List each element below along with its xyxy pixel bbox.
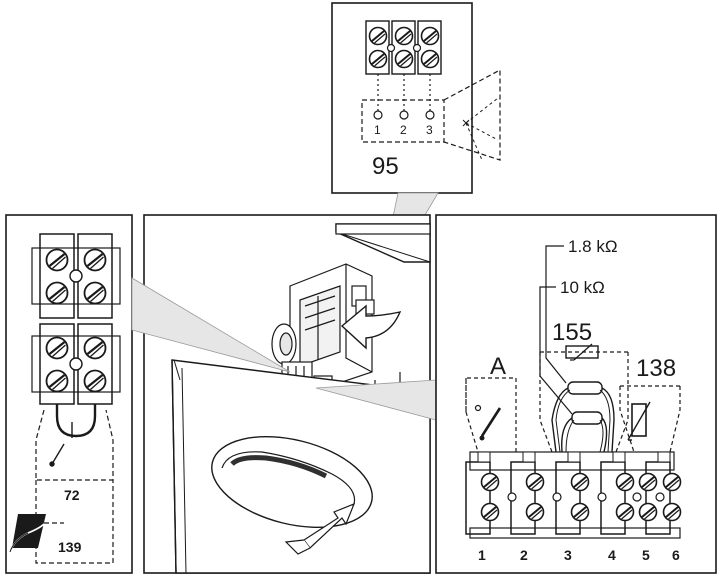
resistor-1-8k [551,381,615,453]
pin-3-label: 3 [426,123,433,137]
pin-1-label: 1 [374,123,381,137]
switch-a-label: A [490,353,506,380]
spark-icon [465,97,499,161]
thermistor-138-icon [627,401,651,441]
switch-72-label: 72 [64,487,80,503]
spark-point-icon [462,119,470,127]
pin-2-label: 2 [400,123,407,137]
terminal-6-label: 6 [672,547,680,563]
thermistor-138-outline [619,385,681,453]
thermistor-138-label: 138 [636,355,676,382]
rotate-arrow-icon [340,304,402,350]
terminal-4-label: 4 [608,547,616,563]
resistor-10k [561,411,608,453]
sensor-155-icon [565,343,599,361]
pull-arrow-icon [303,502,356,549]
left-terminal-block-upper [31,233,121,319]
spark-igniter-outline [443,68,501,161]
switch-a-icon [474,404,502,441]
terminal-2-label: 2 [520,547,528,563]
sensor-155-outline [539,351,629,453]
left-callout-wedge [131,277,291,373]
terminal-3-label: 3 [564,547,572,563]
left-terminal-block-lower [31,323,121,405]
terminal-strip [465,451,682,539]
resistor-10k-label: 10 kΩ [560,278,605,297]
component-outline [361,99,445,143]
top-terminal-block [365,20,442,75]
center-scene-panel [143,214,431,574]
switch-outline [35,409,114,481]
module-139-icon [9,514,46,553]
right-detail-panel: 1.8 kΩ 10 kΩ 155 A 1 3 [435,214,717,574]
jumper-loop [55,404,97,438]
sensor-155-label: 155 [552,319,592,346]
resistor-1-8k-label: 1.8 kΩ [568,237,618,256]
terminal-1-label: 1 [478,547,486,563]
ref-95-label: 95 [372,153,399,180]
left-detail-panel: 72 139 [5,214,133,574]
terminal-5-label: 5 [642,547,650,563]
top-detail-panel: 1 2 3 95 [331,2,501,194]
switch-72-icon [49,422,73,467]
module-139-label: 139 [58,539,82,555]
